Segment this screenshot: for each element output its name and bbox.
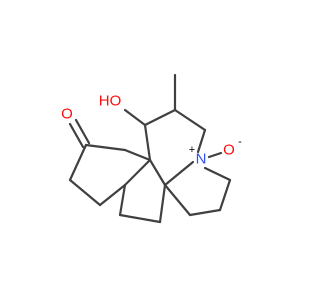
bond-ketone-double-1: [68, 122, 85, 149]
bond-c8-c12: [148, 158, 167, 187]
bond-c9-c10: [143, 108, 177, 127]
bond-ketone-double-2: [74, 118, 91, 145]
bond-c10-c11: [173, 108, 207, 132]
bond-c6-c7: [118, 213, 162, 224]
molecule-canvas: HO O N + O -: [61, 73, 243, 224]
hydroxyl-label: HO: [99, 93, 122, 110]
nitrogen-atom: N +: [189, 144, 207, 168]
bond-c15-c8: [163, 183, 192, 217]
bond-c5-c6: [118, 183, 127, 217]
bond-n-c13: [203, 166, 232, 182]
n-oxide-oxygen-label: O: [223, 142, 235, 159]
ketone-oxygen-label: O: [61, 106, 73, 123]
bond-n-c8: [163, 160, 195, 187]
bond-c12-c9: [143, 123, 152, 162]
bond-c5-c12: [123, 158, 152, 187]
n-oxide-oxygen: O -: [223, 136, 242, 159]
bond-c7-c8: [158, 183, 167, 224]
n-oxide-charge: -: [238, 136, 242, 148]
hydroxyl-group: HO: [99, 93, 122, 110]
ketone-oxygen: O: [61, 106, 73, 123]
bond-carbonyl-c2: [84, 143, 127, 152]
bond-c4-c5: [98, 183, 127, 207]
nitrogen-charge: +: [189, 144, 195, 156]
atom-labels: HO O N + O -: [61, 93, 242, 168]
bond-c3-c4: [68, 178, 102, 207]
bond-n-oxide: [207, 151, 223, 159]
nitrogen-label: N: [196, 151, 207, 168]
bond-carbonyl-c3: [68, 143, 88, 182]
bond-c11-n: [196, 128, 207, 154]
bond-c9-oh: [123, 108, 147, 127]
bonds: [68, 73, 232, 224]
bond-c13-c14: [218, 178, 232, 212]
bond-c14-c15: [188, 208, 222, 217]
bond-c2-c12: [123, 148, 152, 162]
structure-diagram: HO O N + O -: [61, 73, 242, 224]
